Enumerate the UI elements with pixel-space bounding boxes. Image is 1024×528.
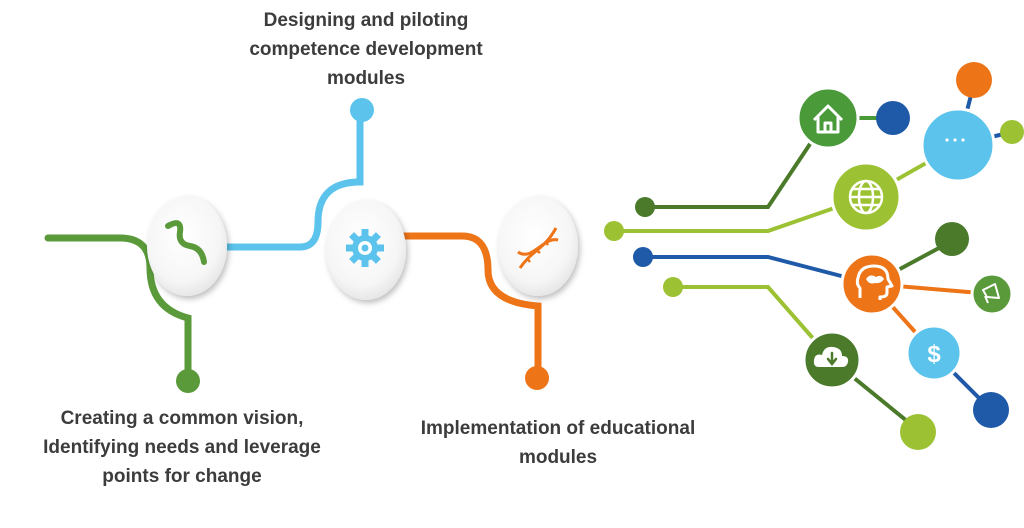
house-node [796,86,860,150]
dot-dark-green [635,197,655,217]
dot-lime [663,277,683,297]
dollar-icon: $ [927,341,941,368]
step-2-label: Designing and piloting competence develo… [206,6,526,93]
step-1-label-line: Creating a common vision, [60,408,304,429]
download-cloud-icon [813,346,849,367]
orange-track [398,232,542,378]
dot-blue [633,247,653,267]
green-track [44,234,192,382]
dot-light-green [604,221,624,241]
dot-green-mid [935,222,969,256]
step-2-disc [326,200,406,300]
cloud-node [802,330,862,390]
step-3-label: Implementation of educational modules [388,414,728,472]
globe-icon [848,179,884,215]
step-3-disc [498,196,578,296]
step-1-label-line: Identifying needs and leverage [43,437,321,458]
pipeline [44,98,578,393]
green-endpoint [176,369,200,393]
brain-node [840,252,904,316]
chat-bubble-icon [945,138,965,142]
step-2-label-line: competence development [249,39,483,60]
dot-lime-top [1000,120,1024,144]
link-dark-green [643,118,828,209]
blue-endpoint [350,98,374,122]
step-3-label-line: modules [518,447,598,468]
gear-icon [346,229,384,267]
orange-endpoint [525,366,549,390]
dot-lime-bottom [900,414,936,450]
megaphone-node [970,272,1014,316]
step-1-label-line: points for change [102,466,262,487]
dollar-node: $ [905,324,963,382]
link-lime [671,285,834,362]
chat-node [920,107,996,183]
house-icon [812,104,844,134]
step-2-label-line: Designing and piloting [263,10,469,31]
link-blue [641,255,874,286]
dna-icon [517,227,559,269]
winding-road-icon [165,220,207,265]
dot-navy-bottom [973,392,1009,428]
step-3-label-line: Implementation of educational [420,418,696,439]
dot-navy-top [876,101,910,135]
step-2-label-line: modules [326,68,406,89]
step-1-label: Creating a common vision, Identifying ne… [8,404,356,491]
step-1-disc [147,196,227,296]
globe-node [830,161,902,233]
megaphone-icon [982,283,1000,304]
network-graphic: $ [604,62,1024,450]
brain-head-icon [855,264,894,300]
blue-track [222,108,364,251]
dot-orange-top [956,62,992,98]
